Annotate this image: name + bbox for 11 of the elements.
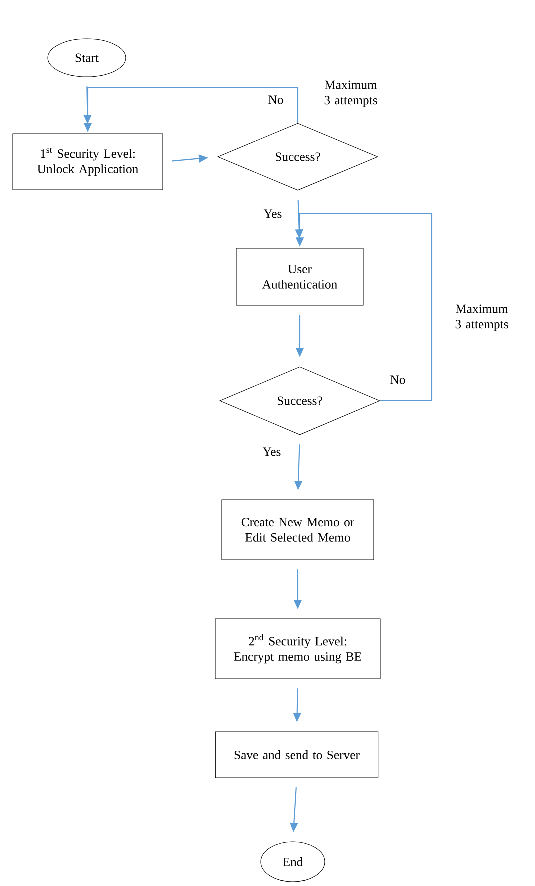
process-box: 1$^{st}$ Security Level: Unlock Application [12,134,164,190]
process-box: Save and send to Server [215,732,379,778]
process-box: 2$^{nd}$ Security Level: Encrypt memo using BE [215,618,381,680]
note-text: Maximum 3 attempts [324,80,378,108]
edge-label: Yes [262,208,284,220]
process-box: Create New Memo or Edit Selected Memo [222,500,374,560]
edge-label: Yes [261,446,283,458]
edge-label: No [266,94,286,106]
note-text: Maximum 3 attempts [456,304,508,332]
edge-label: No [388,374,408,386]
process-box: User Authentication [236,248,364,306]
